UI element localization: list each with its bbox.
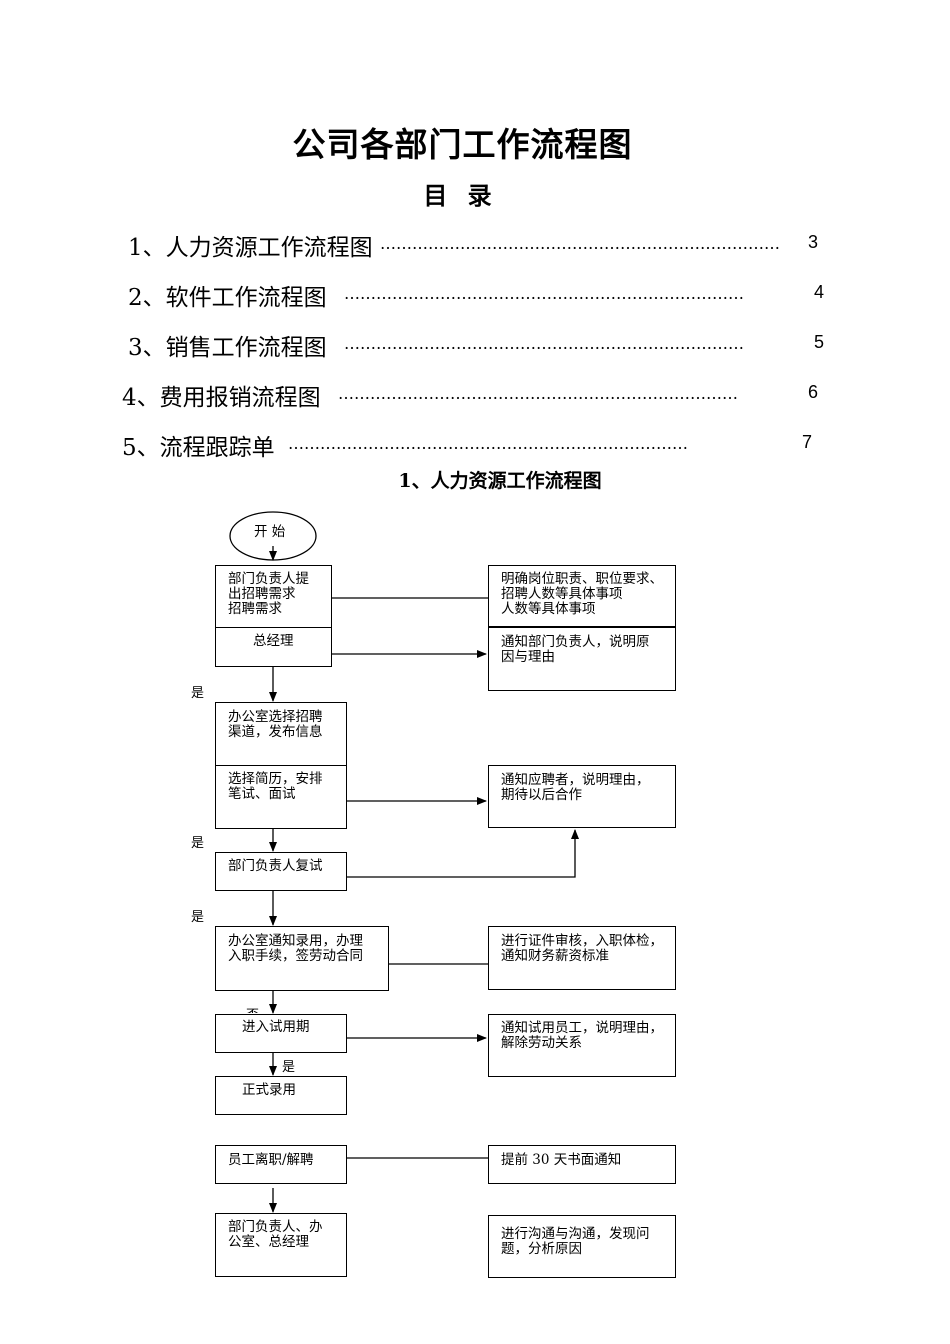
toc-label: 5、流程跟踪单 [122, 435, 275, 461]
document-title: 公司各部门工作流程图 [292, 125, 633, 164]
toc-page: 7 [802, 432, 813, 452]
yes-label: 是 [191, 836, 205, 851]
toc-page: 5 [814, 332, 825, 352]
start-label: 开 始 [254, 524, 286, 540]
clarify-box: 明确岗位职责、职位要求、 招聘人数等具体事项 人数等具体事项 [488, 565, 676, 627]
toc-label: 1、人力资源工作流程图 [128, 235, 373, 261]
dept-request-text: 部门负责人提 出招聘需求 招聘需求 [228, 571, 309, 617]
toc-page: 3 [808, 232, 819, 252]
notice30-text: 提前 30 天书面通知 [501, 1152, 622, 1168]
leave-text: 员工离职/解聘 [228, 1152, 314, 1168]
gm-text: 总经理 [253, 633, 294, 649]
toc-dots: ………………………………………………………………… [344, 334, 744, 353]
toc-dots: ………………………………………………………………… [338, 384, 738, 403]
toc-dots: ………………………………………………………………… [288, 434, 688, 453]
communicate-box: 进行沟通与沟通，发现问 题，分析原因 [488, 1215, 676, 1278]
checks-box: 进行证件审核，入职体检， 通知财务薪资标准 [488, 926, 676, 990]
toc-dots: ………………………………………………………………… [380, 234, 780, 253]
notify-dept-text: 通知部门负责人，说明原 因与理由 [501, 634, 650, 665]
dept-office-gm-text: 部门负责人、办 公室、总经理 [228, 1219, 323, 1250]
divider [216, 627, 331, 628]
notify-probation-text: 通知试用员工，说明理由， 解除劳动关系 [501, 1020, 663, 1051]
leave-box: 员工离职/解聘 [215, 1145, 347, 1184]
communicate-text: 进行沟通与沟通，发现问 题，分析原因 [501, 1226, 650, 1257]
toc-item-4[interactable]: 4、费用报销流程图 ………………………………………………………………… 6 [122, 378, 818, 412]
dept-office-gm-box: 部门负责人、办 公室、总经理 [215, 1213, 347, 1277]
office-channel-text: 办公室选择招聘 渠道，发布信息 [228, 709, 323, 740]
notify-dept-box: 通知部门负责人，说明原 因与理由 [488, 627, 676, 691]
office-screen-box: 办公室选择招聘 渠道，发布信息 选择简历，安排 笔试、面试 [215, 702, 347, 829]
retest-box: 部门负责人复试 [215, 852, 347, 891]
no-label: 否 [246, 1004, 259, 1013]
checks-text: 进行证件审核，入职体检， 通知财务薪资标准 [501, 933, 663, 964]
probation-box: 进入试用期 [215, 1014, 347, 1053]
probation-text: 进入试用期 [242, 1019, 310, 1035]
screen-text: 选择简历，安排 笔试、面试 [228, 771, 323, 802]
hire-notice-text: 办公室通知录用，办理 入职手续，签劳动合同 [228, 933, 363, 964]
toc-item-1[interactable]: 1、人力资源工作流程图 ………………………………………………………………… 3 [128, 228, 818, 262]
yes-label: 是 [191, 686, 205, 701]
toc-item-3[interactable]: 3、销售工作流程图 ………………………………………………………………… 5 [128, 328, 824, 362]
yes-label: 是 [191, 910, 205, 925]
toc-item-5[interactable]: 5、流程跟踪单 ………………………………………………………………… 7 [122, 428, 812, 462]
toc-heading: 目 录 [423, 181, 492, 210]
formal-box: 正式录用 [215, 1076, 347, 1115]
dept-request-box: 部门负责人提 出招聘需求 招聘需求 总经理 [215, 565, 332, 667]
toc-page: 6 [808, 382, 819, 402]
notice30-box: 提前 30 天书面通知 [488, 1145, 676, 1184]
hire-notice-box: 办公室通知录用，办理 入职手续，签劳动合同 [215, 926, 389, 991]
notify-probation-box: 通知试用员工，说明理由， 解除劳动关系 [488, 1014, 676, 1077]
divider [216, 765, 346, 766]
yes-label: 是 [282, 1060, 296, 1075]
toc-label: 3、销售工作流程图 [128, 335, 327, 361]
section-title: 1、人力资源工作流程图 [398, 470, 602, 492]
notify-applicant-box: 通知应聘者，说明理由， 期待以后合作 [488, 765, 676, 828]
toc-page: 4 [814, 282, 825, 302]
toc-item-2[interactable]: 2、软件工作流程图 ………………………………………………………………… 4 [128, 278, 824, 312]
clarify-text: 明确岗位职责、职位要求、 招聘人数等具体事项 人数等具体事项 [501, 571, 663, 617]
toc-label: 4、费用报销流程图 [122, 385, 321, 411]
retest-text: 部门负责人复试 [228, 858, 323, 874]
notify-applicant-text: 通知应聘者，说明理由， 期待以后合作 [501, 772, 650, 803]
formal-text: 正式录用 [242, 1082, 296, 1098]
toc-label: 2、软件工作流程图 [128, 285, 327, 311]
toc-dots: ………………………………………………………………… [344, 284, 744, 303]
